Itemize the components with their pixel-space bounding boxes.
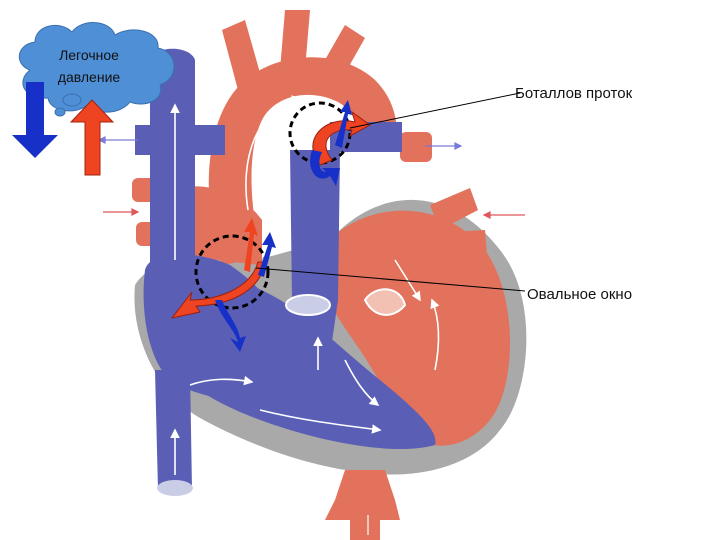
aortic-branch-3	[318, 25, 365, 82]
right-atrium	[143, 254, 300, 402]
ductus-leader	[349, 92, 521, 129]
ductus-circle	[288, 101, 352, 165]
cloud-label: Легочное давление	[30, 44, 148, 88]
pulmonary-vein-right-2	[450, 230, 487, 258]
foramen-arrow-red-up	[244, 218, 258, 272]
mitral-valve	[363, 288, 407, 316]
foramen-arrow-blue	[215, 300, 246, 352]
ductus-label: Боталлов проток	[515, 85, 633, 102]
flow-arrows	[170, 95, 440, 475]
foramen-label: Овальное окно	[527, 286, 633, 303]
side-arrows-red	[103, 208, 525, 535]
side-arrows	[97, 136, 463, 150]
descending-aorta-stem	[350, 505, 380, 540]
pulmonary-vein-upper	[400, 132, 432, 162]
left-ventricle	[319, 210, 510, 446]
ductus-arrow-red	[312, 110, 371, 166]
aortic-branch-2	[280, 10, 310, 70]
ivc-opening	[157, 480, 193, 496]
foramen-circle	[194, 234, 270, 310]
pulmonary-trunk	[290, 150, 340, 390]
superior-vena-cava	[150, 48, 195, 300]
pressure-cloud	[18, 22, 175, 113]
ductus-arrow-blue	[310, 150, 340, 186]
foramen-arrow-red	[170, 261, 267, 319]
cloud-puff	[62, 93, 82, 107]
pulmonary-vein-right	[430, 188, 478, 230]
foramen-arrow-blue-up	[258, 232, 276, 277]
cloud-label-line2: давление	[57, 69, 121, 85]
foramen-leader	[255, 267, 526, 292]
pulmonary-valve	[285, 294, 331, 316]
cloud-puff-small	[54, 107, 66, 117]
ductus-arrow-blue-up	[335, 100, 352, 148]
pressure-down-arrow	[12, 82, 58, 158]
descending-aorta	[325, 470, 400, 520]
cloud-label-line1: Легочное	[59, 47, 119, 63]
pressure-up-arrow	[69, 99, 115, 176]
aortic-branch-1	[222, 20, 262, 90]
